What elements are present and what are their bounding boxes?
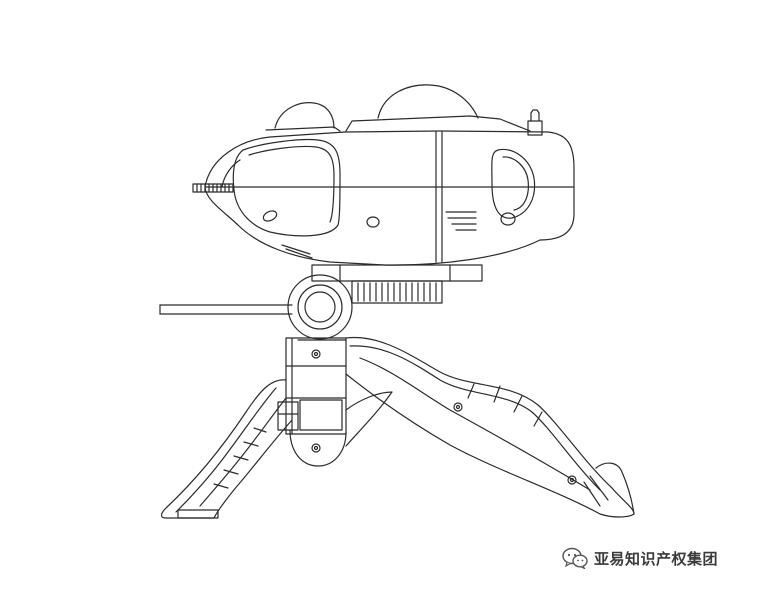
screw-hole-3 [500,212,516,226]
lens-cap [232,138,341,237]
top-knob [527,109,543,136]
gear-teeth [357,282,437,302]
side-grip [491,148,536,219]
mount-ring [159,264,483,315]
top-rim [345,115,531,132]
wechat-icon [562,547,588,569]
column-screw-1 [311,349,321,359]
tilt-knob [287,274,353,341]
rear-leg [345,391,393,447]
right-dome [377,84,479,119]
right-leg [345,336,635,518]
screw-hole-2 [366,216,380,228]
tripod [160,336,635,519]
left-foot [177,509,219,519]
body-outline [204,130,575,266]
left-dome [274,102,335,129]
center-column [285,337,347,435]
camera-body [192,84,575,266]
left-leg [160,379,293,519]
vent-slots [445,211,477,231]
screw-hole-1 [262,210,278,222]
front-dial [192,183,234,193]
leg-screw-right [453,402,463,412]
right-foot [595,462,635,515]
bottom-hub [289,429,347,467]
watermark: 亚易知识产权集团 [562,545,718,571]
watermark-text: 亚易知识产权集团 [594,549,719,568]
